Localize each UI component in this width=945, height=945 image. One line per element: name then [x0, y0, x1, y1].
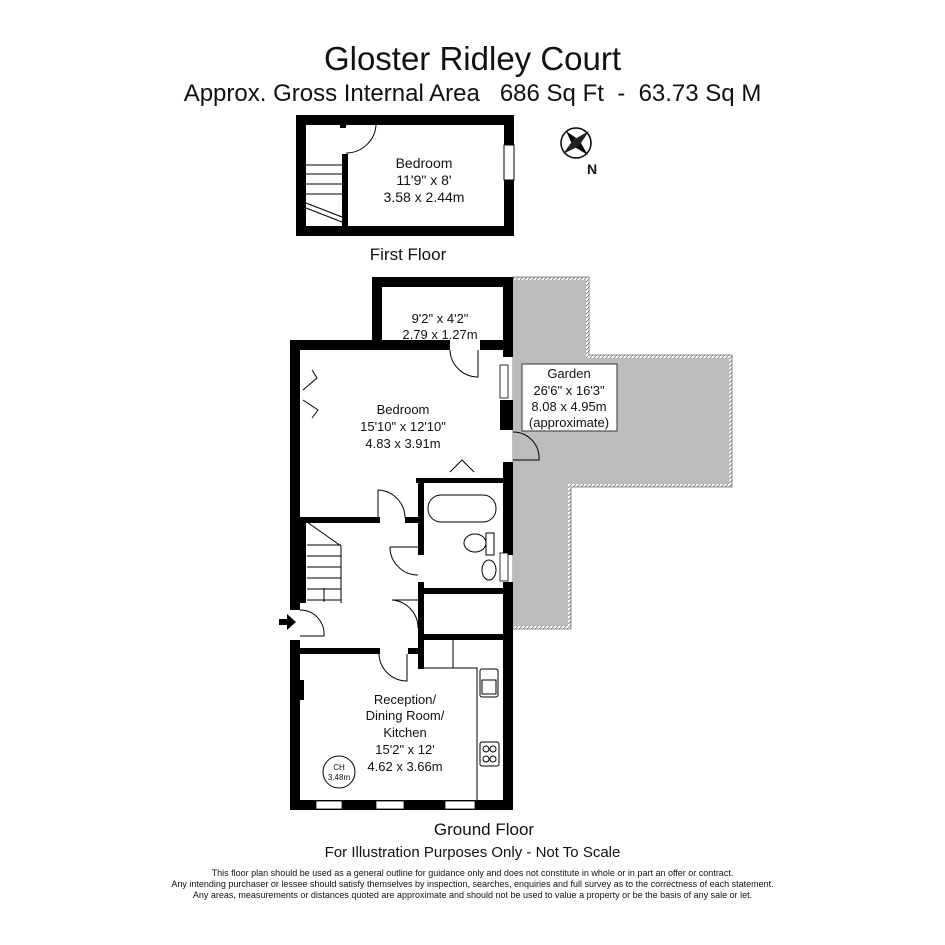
area-subtitle: Approx. Gross Internal Area 686 Sq Ft - … [183, 80, 762, 107]
room-dimensions-metric: 2.79 x 1.27m [402, 327, 477, 342]
disclaimer-title: For Illustration Purposes Only - Not To … [324, 844, 621, 861]
room-dimensions-metric: 4.83 x 3.91m [365, 436, 440, 451]
compass-rose-icon [560, 127, 592, 159]
room-dimensions-imperial: 9'2" x 4'2" [412, 311, 469, 326]
ceiling-height-value: 3.48m [328, 773, 351, 782]
room-name-line: Reception/ [374, 692, 437, 707]
disclaimer-line: This floor plan should be used as a gene… [211, 868, 734, 878]
room-name: Garden [547, 366, 590, 381]
garden-note: (approximate) [529, 415, 609, 430]
entrance-arrow-icon [279, 614, 296, 630]
room-dimensions-imperial: 15'2" x 12' [375, 742, 434, 757]
room-dimensions-metric: 4.62 x 3.66m [367, 759, 442, 774]
room-name: Bedroom [396, 155, 453, 171]
room-name-line: Kitchen [383, 725, 426, 740]
room-dimensions-metric: 8.08 x 4.95m [531, 399, 606, 414]
room-name-line: Dining Room/ [366, 708, 445, 723]
ground-floor-label: Ground Floor [434, 820, 534, 839]
disclaimer-line: Any areas, measurements or distances quo… [192, 890, 753, 900]
room-dimensions-imperial: 15'10" x 12'10" [360, 419, 446, 434]
garden-label-box [521, 363, 618, 432]
room-name: Bedroom [377, 402, 430, 417]
room-dimensions-imperial: 11'9" x 8' [396, 172, 451, 188]
first-floor-plan [296, 115, 515, 236]
first-floor-label: First Floor [370, 245, 447, 264]
page-title: Gloster Ridley Court [323, 40, 622, 77]
room-dimensions-imperial: 26'6" x 16'3" [533, 383, 605, 398]
room-dimensions-metric: 3.58 x 2.44m [384, 189, 465, 205]
compass-north-label: N [587, 161, 597, 177]
ceiling-height-label: CH [333, 763, 345, 772]
ceiling-height-badge [322, 755, 356, 789]
disclaimer-line: Any intending purchaser or lessee should… [171, 879, 774, 889]
